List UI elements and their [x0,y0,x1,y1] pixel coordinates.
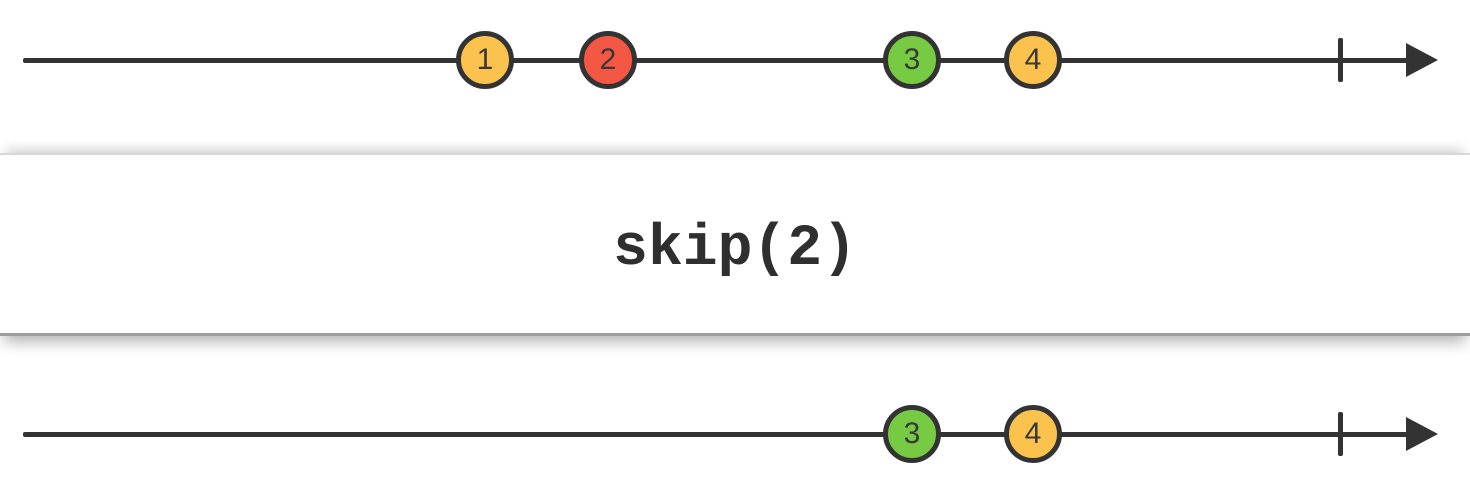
arrowhead-icon [1406,43,1438,77]
operator-box: skip(2) [0,153,1470,336]
complete-tick [1338,412,1343,456]
timeline-line [23,58,1413,63]
marble-3[interactable]: 3 [883,405,941,463]
marble-1[interactable]: 1 [456,31,514,89]
source-timeline: 1 2 3 4 [0,0,1470,124]
marble-2[interactable]: 2 [579,31,637,89]
arrowhead-icon [1406,417,1438,451]
operator-label: skip(2) [613,216,857,282]
timeline-line [23,432,1413,437]
marble-4[interactable]: 4 [1004,405,1062,463]
marble-4[interactable]: 4 [1004,31,1062,89]
complete-tick [1338,38,1343,82]
marble-3[interactable]: 3 [883,31,941,89]
